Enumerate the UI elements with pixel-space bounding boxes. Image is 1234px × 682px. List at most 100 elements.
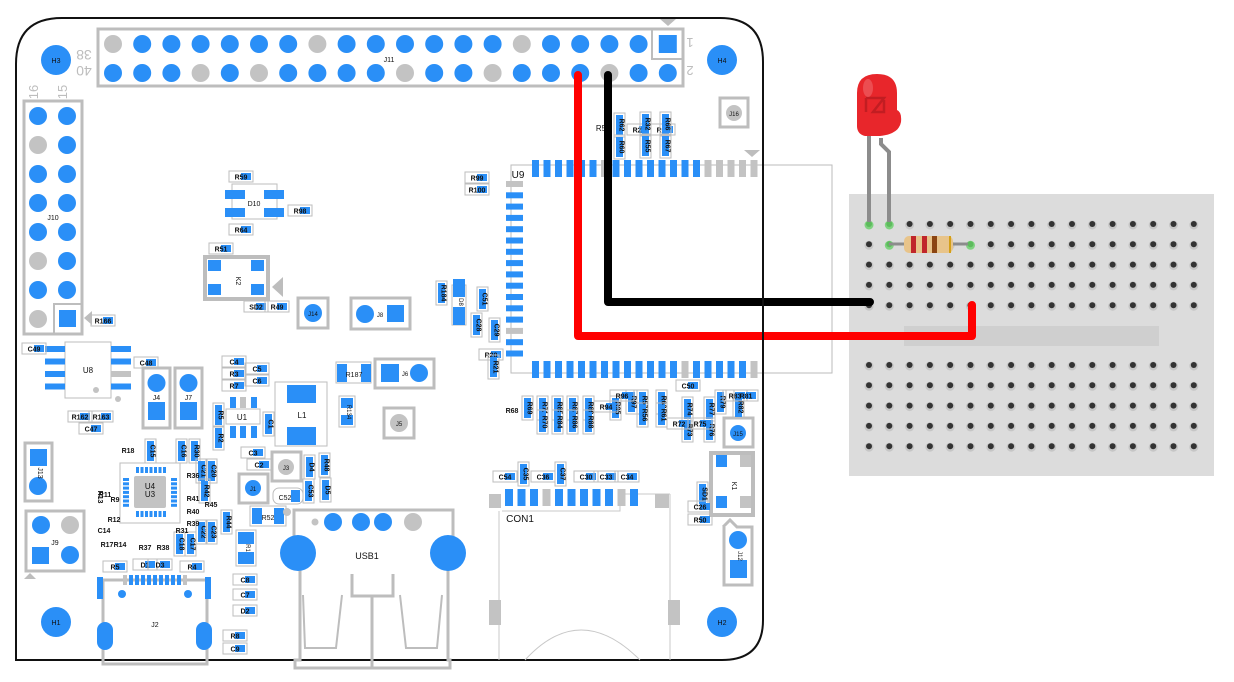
header-pin[interactable] bbox=[58, 281, 76, 299]
jumper-j12[interactable]: J12 bbox=[721, 517, 754, 587]
breadboard-hole[interactable] bbox=[1028, 422, 1035, 429]
breadboard-hole[interactable] bbox=[866, 422, 872, 429]
breadboard-hole[interactable] bbox=[987, 302, 994, 309]
breadboard-hole[interactable] bbox=[1089, 261, 1096, 268]
breadboard-hole[interactable] bbox=[1109, 302, 1116, 309]
breadboard-hole[interactable] bbox=[886, 362, 893, 368]
breadboard-hole[interactable] bbox=[1089, 362, 1096, 368]
breadboard-hole[interactable] bbox=[1028, 241, 1035, 248]
breadboard-hole[interactable] bbox=[1129, 302, 1136, 309]
smd-part-r5[interactable]: R5 bbox=[212, 402, 225, 428]
breadboard-hole[interactable] bbox=[1048, 422, 1055, 429]
smd-part-r96[interactable]: R96 bbox=[609, 389, 635, 402]
breadboard-hole[interactable] bbox=[1129, 221, 1136, 227]
header-pin[interactable] bbox=[29, 223, 47, 241]
header-pin[interactable] bbox=[220, 64, 239, 82]
breadboard-hole[interactable] bbox=[1069, 402, 1075, 409]
breadboard-hole[interactable] bbox=[967, 281, 974, 288]
breadboard-hole[interactable] bbox=[866, 362, 872, 368]
breadboard-hole[interactable] bbox=[866, 261, 872, 268]
breadboard-hole[interactable] bbox=[906, 443, 913, 450]
smd-part-d1[interactable]: D1 bbox=[132, 558, 158, 571]
smd-part-c7[interactable]: C7 bbox=[232, 588, 258, 601]
breadboard-hole[interactable] bbox=[1008, 302, 1015, 309]
header-pin[interactable] bbox=[250, 64, 268, 82]
breadboard-hole[interactable] bbox=[906, 281, 913, 288]
breadboard-hole[interactable] bbox=[1008, 221, 1015, 227]
resistor-r187[interactable]: R187 bbox=[335, 361, 372, 384]
header-pin[interactable] bbox=[542, 35, 560, 53]
breadboard-hole[interactable] bbox=[1190, 422, 1197, 429]
breadboard-hole[interactable] bbox=[987, 281, 994, 288]
smd-part-r75[interactable]: R75 bbox=[687, 417, 713, 430]
smd-part-r40[interactable]: R40 bbox=[187, 509, 200, 516]
breadboard-hole[interactable] bbox=[1048, 261, 1055, 268]
smd-part-r39[interactable]: R39 bbox=[187, 521, 200, 528]
module-u9[interactable]: U9 bbox=[506, 150, 833, 378]
breadboard-hole[interactable] bbox=[1170, 402, 1177, 409]
header-pin[interactable] bbox=[629, 64, 648, 82]
breadboard-hole[interactable] bbox=[947, 382, 954, 389]
breadboard-hole[interactable] bbox=[987, 402, 994, 409]
breadboard-hole[interactable] bbox=[926, 221, 933, 227]
breadboard-hole[interactable] bbox=[1089, 302, 1096, 309]
header-pin[interactable] bbox=[250, 35, 268, 53]
breadboard-hole[interactable] bbox=[1109, 402, 1116, 409]
breadboard-hole[interactable] bbox=[1089, 281, 1096, 288]
connector-j2[interactable]: J2 bbox=[97, 575, 212, 666]
breadboard-hole[interactable] bbox=[886, 281, 893, 288]
breadboard-hole[interactable] bbox=[906, 422, 913, 429]
header-pin[interactable] bbox=[337, 35, 356, 53]
breadboard-hole[interactable] bbox=[1089, 241, 1096, 248]
breadboard-hole[interactable] bbox=[926, 261, 933, 268]
breadboard-hole[interactable] bbox=[886, 402, 893, 409]
breadboard-hole[interactable] bbox=[1109, 382, 1116, 389]
header-pin[interactable] bbox=[104, 64, 122, 82]
smd-part-r67[interactable]: R67 bbox=[659, 133, 672, 159]
breadboard-hole[interactable] bbox=[1028, 402, 1035, 409]
breadboard-hole[interactable] bbox=[1150, 261, 1157, 268]
header-pin[interactable] bbox=[104, 35, 122, 53]
connector-usb1[interactable]: USB1 bbox=[280, 508, 466, 670]
header-pin[interactable] bbox=[396, 64, 414, 82]
smd-part-r12[interactable]: R12 bbox=[108, 517, 121, 524]
header-pin[interactable] bbox=[58, 223, 76, 241]
header-pin[interactable] bbox=[366, 35, 385, 53]
smd-part-r184[interactable]: R184 bbox=[435, 280, 448, 306]
header-pin[interactable] bbox=[629, 35, 648, 53]
black-wire[interactable] bbox=[604, 71, 874, 306]
breadboard-hole[interactable] bbox=[947, 422, 954, 429]
smd-part-r69[interactable]: R69 bbox=[521, 395, 534, 421]
smd-part-r163[interactable]: R163 bbox=[88, 410, 114, 423]
rgb-led-d10[interactable]: D10 bbox=[225, 183, 284, 220]
breadboard-hole[interactable] bbox=[866, 402, 872, 409]
header-pin[interactable] bbox=[58, 194, 76, 212]
smd-part-c17[interactable]: C17 bbox=[184, 531, 197, 557]
smd-part-r36[interactable]: R36 bbox=[187, 473, 200, 480]
smd-part-c1[interactable]: C1 bbox=[262, 411, 275, 437]
smd-part-c50[interactable]: C50 bbox=[675, 379, 701, 392]
breadboard-hole[interactable] bbox=[1150, 302, 1157, 309]
smd-part-r21[interactable]: R21 bbox=[487, 354, 500, 380]
jumper-j15[interactable]: J15 bbox=[722, 416, 755, 449]
breadboard-hole[interactable] bbox=[1190, 241, 1197, 248]
jumper-j1[interactable]: J1 bbox=[237, 472, 270, 505]
smd-part-r44[interactable]: R44 bbox=[220, 509, 233, 535]
breadboard-hole[interactable] bbox=[1069, 422, 1075, 429]
smd-part-r9[interactable]: R9 bbox=[111, 497, 120, 504]
header-pin[interactable] bbox=[29, 165, 47, 183]
breadboard-hole[interactable] bbox=[886, 382, 893, 389]
smd-part-c15[interactable]: C15 bbox=[144, 438, 157, 464]
smd-part-r37[interactable]: R37 bbox=[139, 545, 152, 552]
smd-part-r49[interactable]: R49 bbox=[264, 300, 290, 313]
breadboard-hole[interactable] bbox=[1109, 261, 1116, 268]
header-pin[interactable] bbox=[308, 35, 327, 53]
smd-part-r64[interactable]: R64 bbox=[228, 223, 254, 236]
breadboard-hole[interactable] bbox=[886, 261, 893, 268]
breadboard-hole[interactable] bbox=[967, 362, 974, 368]
header-pin[interactable] bbox=[58, 107, 76, 125]
header-pin[interactable] bbox=[337, 64, 356, 82]
breadboard-hole[interactable] bbox=[926, 382, 933, 389]
breadboard-hole[interactable] bbox=[906, 382, 913, 389]
